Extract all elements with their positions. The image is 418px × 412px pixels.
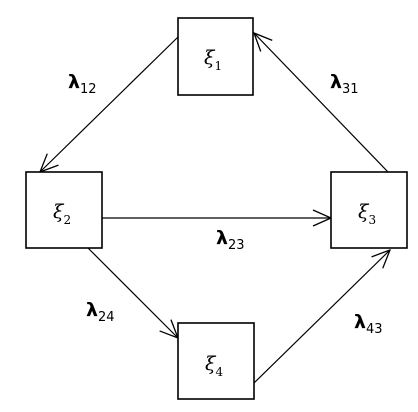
edge-xi1-to-xi2 (40, 36, 179, 172)
edge-label-lambda24: λ24 (86, 299, 115, 325)
edge-xi4-to-xi3 (253, 250, 390, 384)
node-xi3: ξ3 (330, 171, 408, 249)
svg-text:ξ3: ξ3 (358, 201, 376, 227)
node-xi1-symbol: ξ (204, 47, 216, 69)
node-xi1: ξ1 (177, 17, 254, 96)
edge-xi3-to-xi1 (254, 33, 389, 173)
node-xi4-symbol: ξ (205, 353, 217, 375)
edge-label-lambda31: λ31 (330, 71, 359, 97)
edge-label-lambda12: λ12 (68, 71, 97, 97)
node-xi3-subscript: 3 (368, 213, 376, 227)
edge-xi2-to-xi4 (86, 246, 178, 338)
svg-text:ξ2: ξ2 (53, 201, 71, 227)
node-xi3-symbol: ξ (358, 201, 370, 223)
node-xi4-subscript: 4 (215, 365, 223, 379)
edge-label-lambda43: λ43 (354, 311, 383, 337)
node-xi1-subscript: 1 (214, 59, 222, 73)
node-xi2-symbol: ξ (53, 201, 65, 223)
svg-text:ξ1: ξ1 (204, 47, 222, 73)
node-xi4: ξ4 (177, 322, 255, 400)
node-xi2-subscript: 2 (63, 213, 71, 227)
node-xi2: ξ2 (25, 171, 103, 249)
edge-label-lambda23: λ23 (216, 227, 245, 253)
svg-text:ξ4: ξ4 (205, 353, 223, 379)
